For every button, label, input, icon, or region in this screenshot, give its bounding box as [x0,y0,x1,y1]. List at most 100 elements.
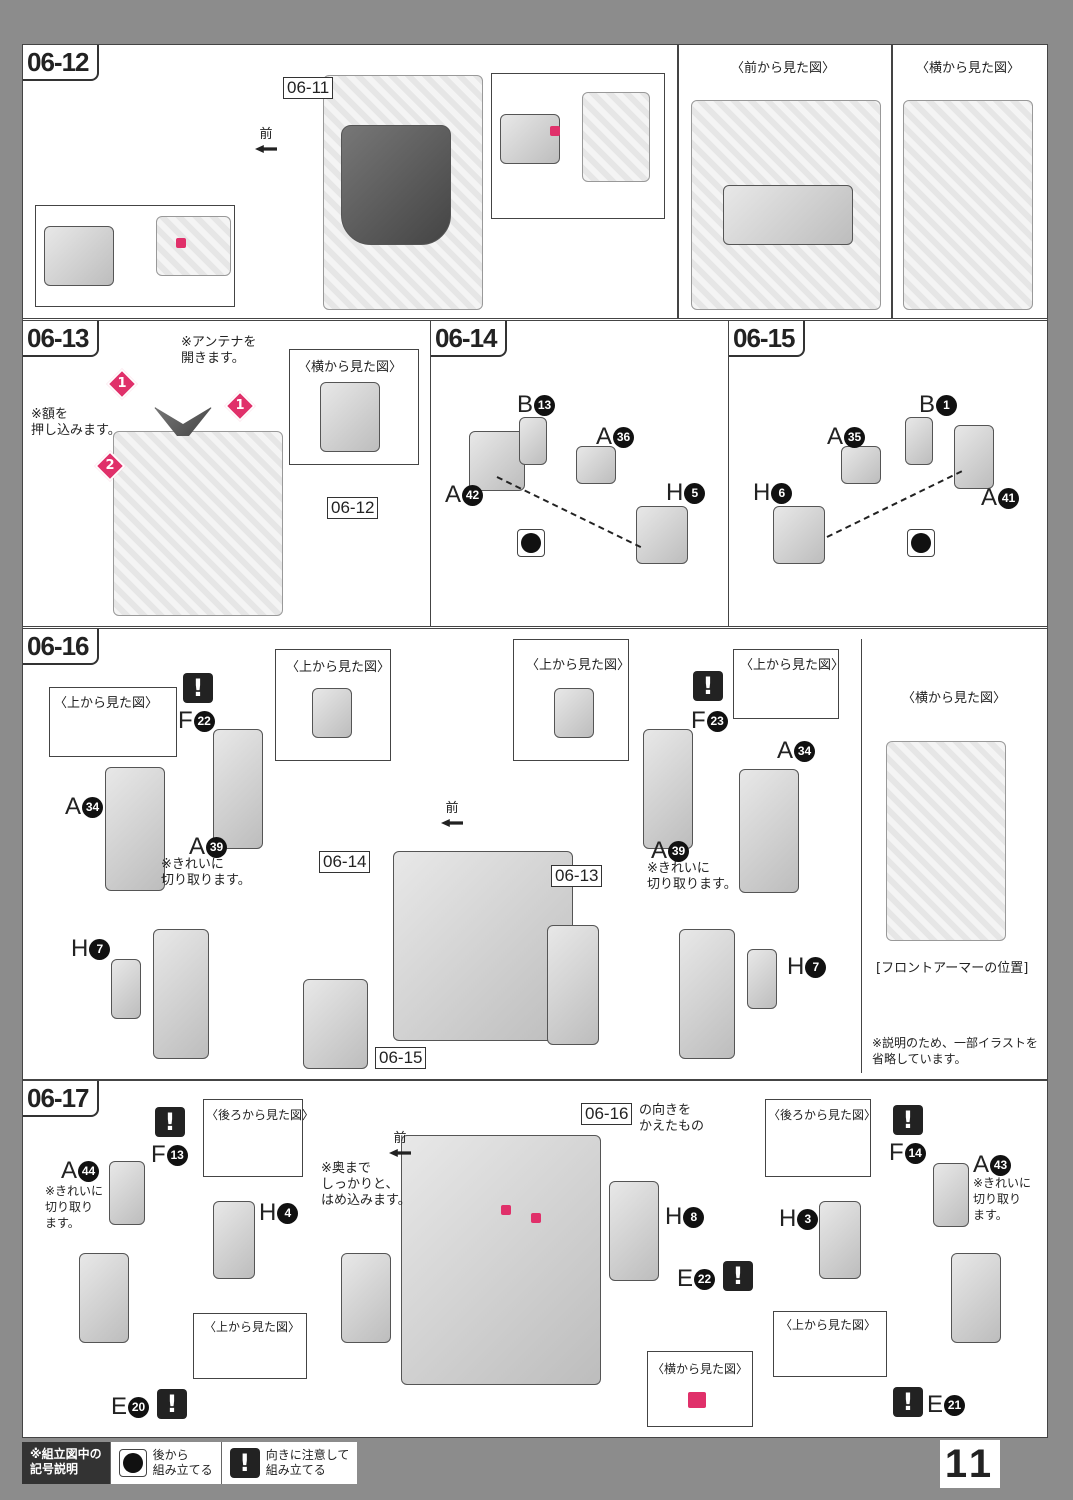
side-view-label: 〈横から見た図〉 [298,360,403,375]
side-view-box: 〈横から見た図〉 [フロントアーマーの位置] ※説明のため、一部イラストを 省略… [861,639,1038,1073]
pin-mark [531,1213,541,1223]
part-illustration [554,688,594,738]
frame-illustration [643,729,693,849]
top-view-label: 〈上から見た図〉 [526,658,631,673]
part-illustration [609,1181,659,1281]
pin-mark [501,1205,511,1215]
front-armor-illustration [153,929,209,1059]
page-number: 11 [940,1440,1000,1488]
side-skirt-illustration [341,1253,391,1343]
part-illustration [582,92,650,182]
legend-orientation: ! 向きに注意して 組み立てる [220,1442,358,1484]
ref-step: 06-16 [581,1103,633,1125]
part-illustration [636,506,688,564]
front-armor-illustration [679,929,735,1059]
ref-step: 06-15 [375,1047,427,1069]
part-illustration [111,959,141,1019]
top-view-label: 〈上から見た図〉 [54,696,159,711]
part-illustration [312,688,352,738]
top-view-label: 〈上から見た図〉 [286,660,391,675]
front-label: 前 [259,127,273,142]
side-view-label: 〈横から見た図〉 [652,1362,749,1376]
part-illustration [519,417,547,465]
step-number: 06-12 [23,45,99,81]
ref-step: 06-11 [283,77,334,99]
front-label: 前 [393,1131,407,1146]
step-06-13-panel: 06-13 ※アンテナを 開きます。 ※額を 押し込みます。 〈横から見た図〉 … [22,320,431,627]
note-insert-fully: ※奥まで しっかりと、 はめ込みます。 [321,1161,411,1208]
back-view-label: 〈後ろから見た図〉 [206,1108,315,1122]
back-view-label: 〈後ろから見た図〉 [768,1108,877,1122]
part-illustration [954,425,994,489]
divider [891,45,893,318]
back-assembly-icon [517,529,545,557]
orientation-warning-icon: ! [229,1448,260,1478]
orientation-warning-icon: ! [893,1105,923,1135]
part-illustration [905,417,933,465]
front-direction: 前 [389,1127,411,1157]
pin-mark [550,126,560,136]
top-view-label: 〈上から見た図〉 [780,1318,877,1332]
step-marker-1: 1 [224,390,256,422]
step-06-12-panel: 06-12 06-11 前 〈前から見た図〉 〈横から見た図〉 [22,44,1048,319]
ref-step: 06-13 [551,865,603,887]
side-view-label: 〈横から見た図〉 [916,61,1021,76]
front-armor-illustration [105,767,165,891]
part-illustration [933,1163,969,1227]
note-cut-clean: ※きれいに 切り取ります。 [647,861,737,892]
part-illustration [819,1201,861,1279]
step-number: 06-16 [23,629,99,665]
part-illustration [747,949,777,1009]
step-number: 06-17 [23,1081,99,1117]
part-illustration [841,446,881,484]
frame-illustration [213,729,263,849]
step-marker-1: 1 [106,368,138,400]
back-view-box: 〈後ろから見た図〉 [765,1099,876,1177]
waist-legs-illustration [401,1135,601,1385]
front-armor-illustration [739,769,799,893]
side-view-box: 〈横から見た図〉 [289,349,419,465]
front-direction: 前 [441,797,463,827]
top-view-box: 〈上から見た図〉 [275,649,391,761]
step-number: 06-14 [431,321,507,357]
note-cut-clean: ※きれいに 切り取り ます。 [45,1184,104,1230]
ref-step: 06-12 [327,497,379,519]
top-view-label: 〈上から見た図〉 [204,1320,301,1334]
top-view-box: 〈上から見た図〉 [49,687,177,757]
orientation-warning-icon: ! [693,671,723,701]
back-assembly-icon [118,1449,147,1477]
detail-box [35,205,235,307]
mobile-suit-illustration [113,431,283,616]
side-view-illustration [886,741,1006,941]
front-view-label: 〈前から見た図〉 [731,61,836,76]
side-view-box: 〈横から見た図〉 [647,1351,753,1427]
head-side-illustration [320,382,380,452]
legend-orientation-label: 向きに注意して 組み立てる [265,1448,350,1477]
note-cut-clean: ※きれいに 切り取り ます。 [973,1176,1032,1222]
note-forehead: ※額を 押し込みます。 [31,407,121,438]
